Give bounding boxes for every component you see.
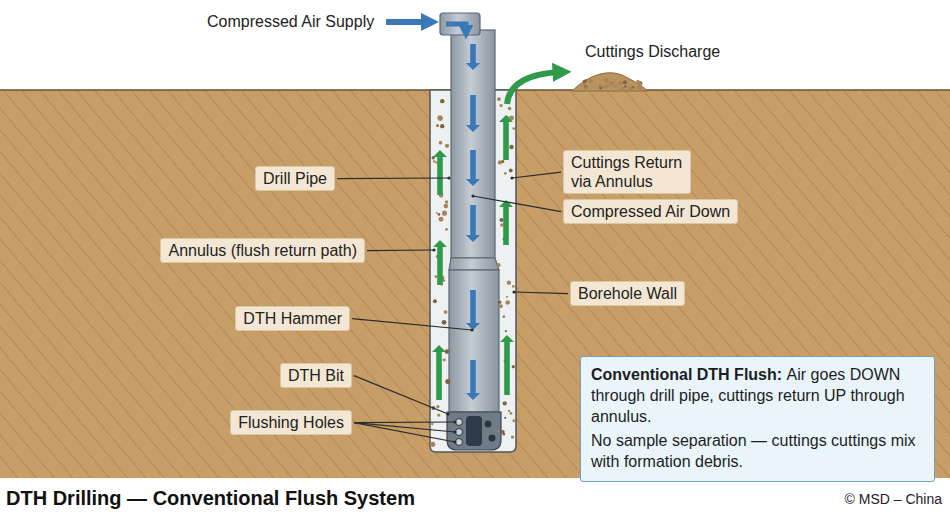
callout-box: Flushing Holes (230, 410, 352, 435)
callout-label: Flushing Holes (238, 414, 344, 431)
leader-line (367, 249, 434, 251)
leader-line (352, 319, 472, 330)
callout-label: DTH Bit (288, 367, 344, 384)
callout-box: Borehole Wall (570, 281, 685, 306)
drill-pipe (451, 30, 495, 258)
callout-label: Annulus (flush return path) (168, 242, 357, 259)
callout-box: DTH Bit (280, 363, 352, 388)
air-inlet (440, 13, 480, 35)
note-heading: Conventional DTH Flush: (591, 366, 782, 383)
discharge-arrow (507, 72, 562, 104)
callout-label: Drill Pipe (263, 170, 327, 187)
leader-line (514, 292, 568, 294)
dth-hammer (449, 270, 499, 412)
callout-label: Compressed Air Down (571, 203, 730, 220)
watermark: © MSD – China (845, 491, 942, 507)
flow-arrows (432, 44, 514, 400)
cuttings-pile (572, 73, 648, 91)
leader-line (354, 376, 448, 414)
diagram-title: DTH Drilling — Conventional Flush System (6, 487, 415, 510)
part-label: Cuttings Discharge (585, 43, 720, 61)
leader-line (512, 172, 561, 178)
callout-label: Cuttings Return via Annulus (571, 154, 682, 190)
leader-line (354, 421, 455, 423)
leader-line (337, 177, 449, 179)
note-box: Conventional DTH Flush:Air goes DOWN thr… (580, 356, 935, 482)
callout-box: Drill Pipe (255, 166, 335, 191)
callout-box: Annulus (flush return path) (160, 238, 365, 263)
air-supply-arrow (386, 19, 430, 25)
dth-bit (447, 412, 501, 450)
note-text: No sample separation — cuttings cuttings… (591, 431, 924, 473)
callout-box: Cuttings Return via Annulus (563, 150, 691, 194)
callout-box: Compressed Air Down (563, 199, 738, 224)
leader-line (354, 423, 455, 432)
leader-line (354, 423, 455, 442)
callout-box: DTH Hammer (235, 306, 350, 331)
leader-line (473, 196, 561, 212)
callout-label: DTH Hammer (243, 310, 342, 327)
part-label: Compressed Air Supply (207, 13, 374, 31)
callout-label: Borehole Wall (578, 285, 677, 302)
